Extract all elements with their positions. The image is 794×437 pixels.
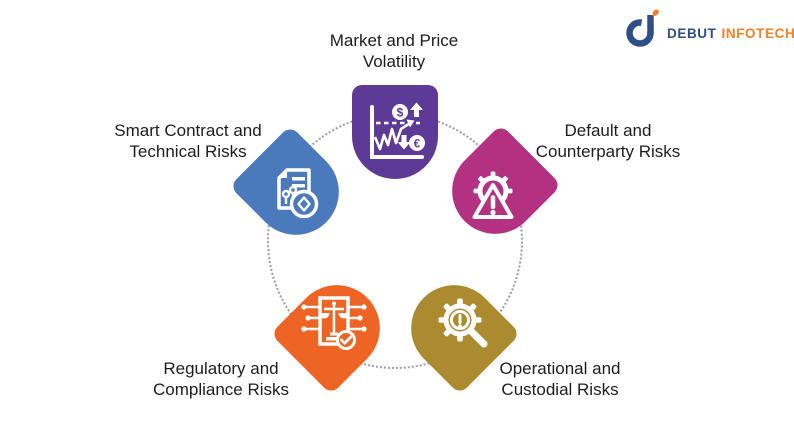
label-line: Smart Contract and <box>114 121 262 140</box>
label-line: Regulatory and <box>163 359 279 378</box>
euro-coin-glyph: € <box>414 139 421 151</box>
debut-infotech-logo: DEBUT INFOTECH <box>626 8 794 48</box>
gear-warning-triangle-icon <box>472 171 514 219</box>
label-line: Market and Price <box>329 31 459 50</box>
label-line: Counterparty Risks <box>535 142 681 161</box>
logo-brand-second: INFOTECH <box>721 25 794 41</box>
debut-infotech-logomark-icon <box>626 9 659 47</box>
label-line: Custodial Risks <box>501 380 619 399</box>
label-regulatory-compliance: Regulatory and Compliance Risks <box>106 358 336 400</box>
scales-document-check-icon <box>301 296 367 350</box>
label-line: Volatility <box>362 52 426 71</box>
label-smart-contract-technical: Smart Contract and Technical Risks <box>73 120 303 162</box>
logo-brand-first: DEBUT <box>667 25 717 41</box>
label-line: Compliance Risks <box>152 380 290 399</box>
smart-contract-document-coin-icon <box>277 168 319 219</box>
label-market-price-volatility: Market and Price Volatility <box>279 30 509 72</box>
price-volatility-chart-icon: $ € <box>370 102 425 159</box>
label-default-counterparty: Default and Counterparty Risks <box>493 120 723 162</box>
label-operational-custodial: Operational and Custodial Risks <box>445 358 675 400</box>
gear-magnifier-alert-icon <box>438 298 488 348</box>
label-line: Technical Risks <box>129 142 247 161</box>
label-line: Default and <box>564 121 652 140</box>
dollar-coin-glyph: $ <box>397 106 404 120</box>
label-line: Operational and <box>499 359 621 378</box>
logo-wordmark: DEBUT INFOTECH <box>667 26 794 41</box>
market-volatility-shape <box>352 85 438 179</box>
